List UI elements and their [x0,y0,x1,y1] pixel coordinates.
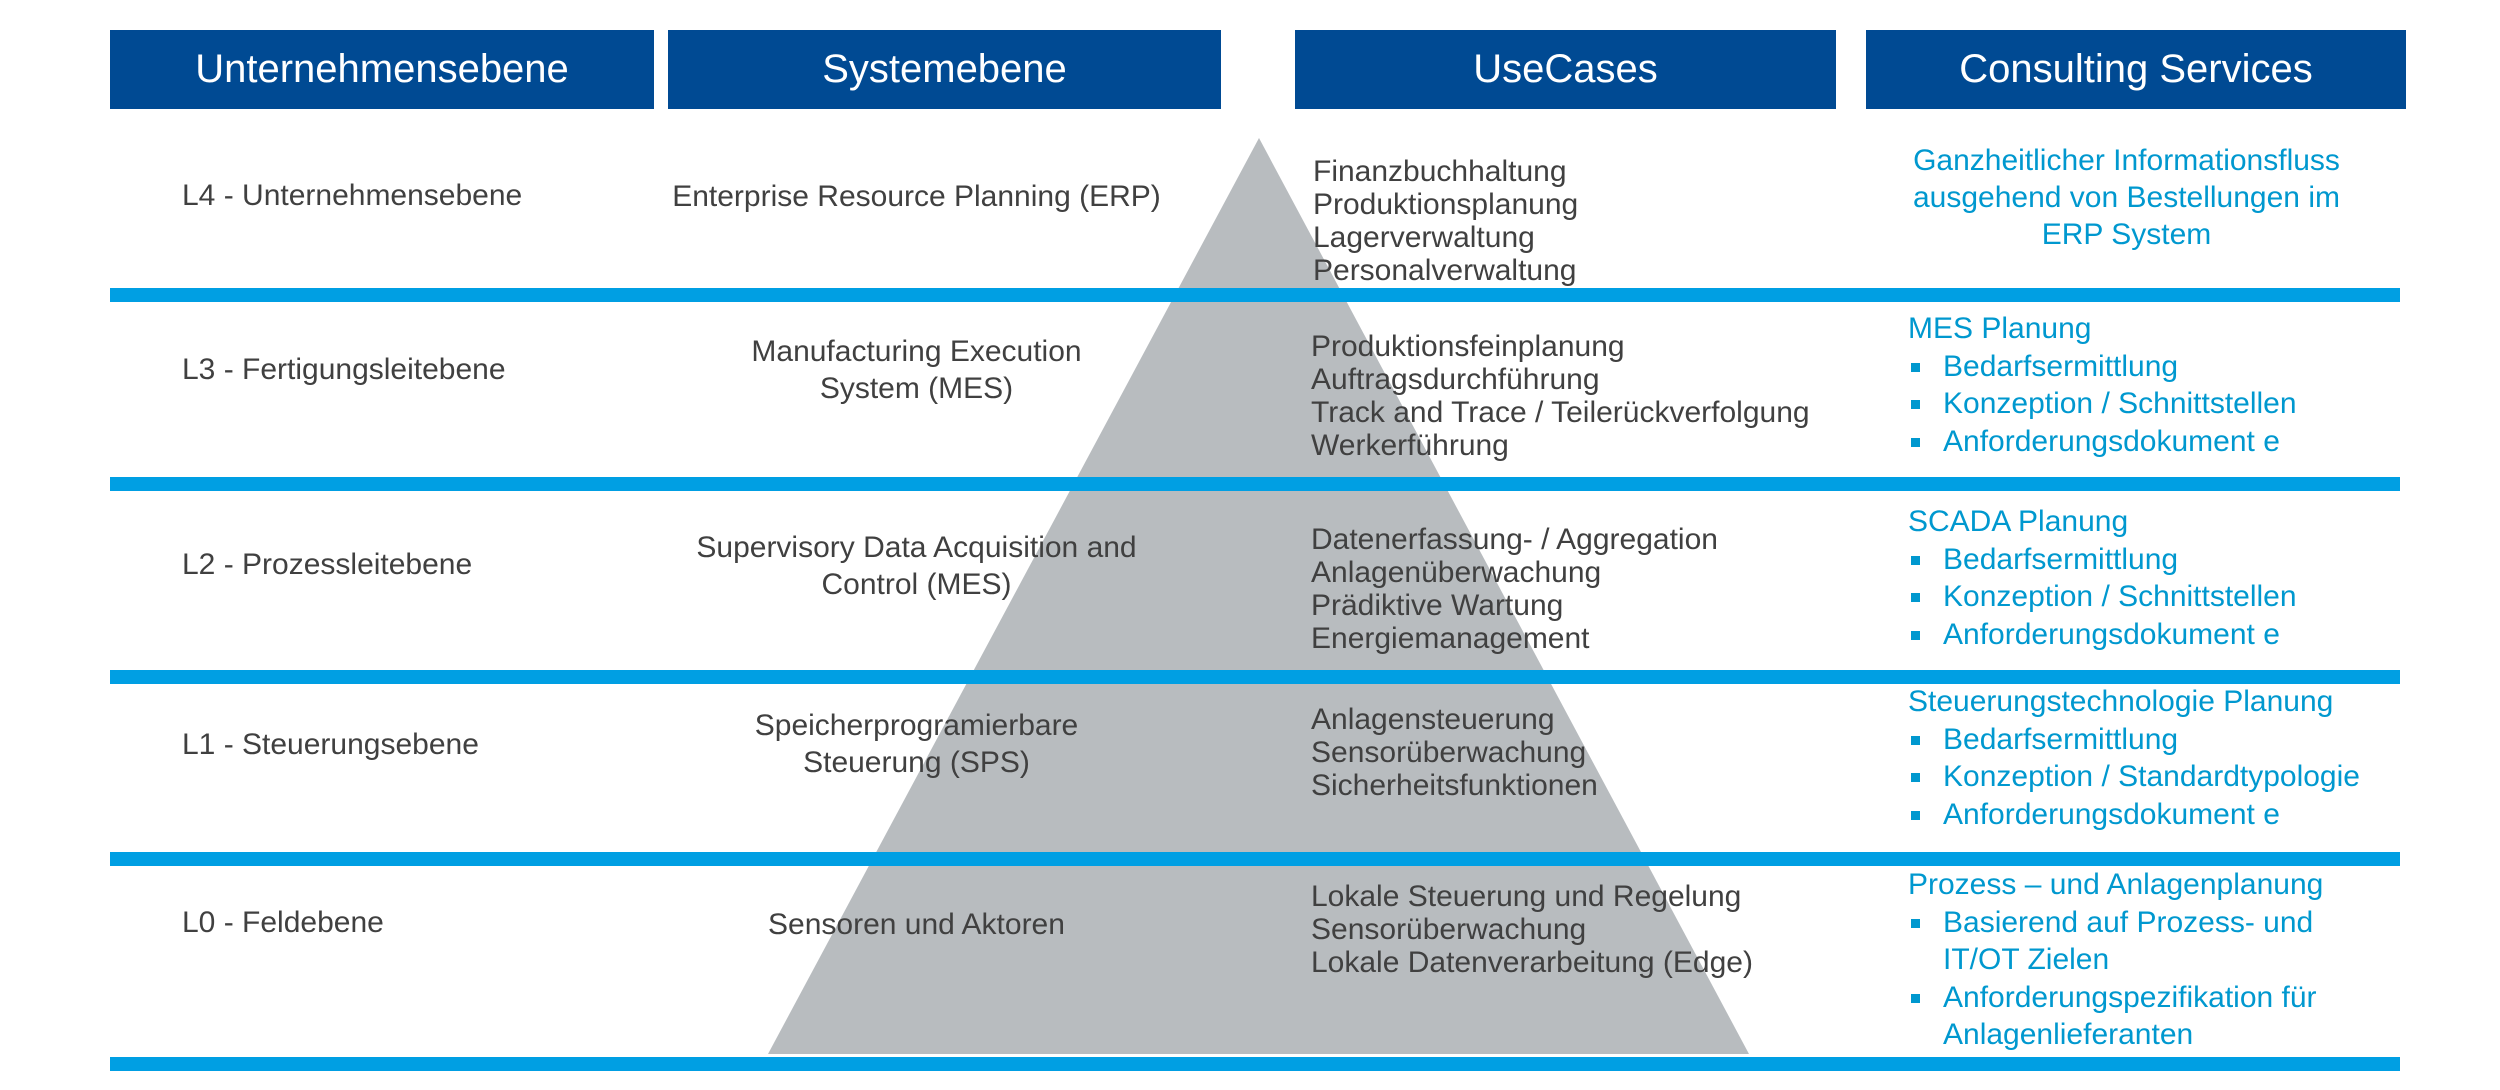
header-usecases: UseCases [1295,30,1836,109]
system-line: Speicherprogramierbare [754,709,1079,742]
level-label-l2: L2 - Prozessleitebene [182,548,473,581]
usecases-l0: Lokale Steuerung und Regelung Sensorüber… [1311,880,1753,979]
system-line: System (MES) [819,372,1014,405]
consulting-item: Anforderungsdokument e [1908,796,2398,834]
row-separator [110,1057,2400,1071]
header-consulting-services: Consulting Services [1866,30,2406,109]
system-line: Manufacturing Execution [751,335,1082,368]
row-separator [110,477,2400,491]
usecase-item: Produktionsplanung [1313,188,1579,221]
system-line: Enterprise Resource Planning (ERP) [672,180,1161,213]
consulting-item: Anforderungspezifikation für Anlagenlief… [1908,979,2348,1054]
usecases-l4: Finanzbuchhaltung Produktionsplanung Lag… [1313,155,1578,287]
consulting-title: Steuerungstechnologie Planung [1908,685,2334,718]
row-separator [110,288,2400,302]
consulting-l2: SCADA Planung Bedarfsermittlung Konzepti… [1908,503,2398,653]
usecase-item: Produktionsfeinplanung [1311,330,1625,363]
consulting-line: ERP System [2041,218,2212,251]
usecase-item: Lokale Datenverarbeitung (Edge) [1311,946,1753,979]
consulting-title: MES Planung [1908,312,2092,345]
level-label-l3: L3 - Fertigungsleitebene [182,353,506,386]
usecase-item: Datenerfassung- / Aggregation [1311,523,1718,556]
system-l3: Manufacturing Execution System (MES) [668,333,1165,407]
system-l0: Sensoren und Aktoren [668,906,1165,943]
level-label-l1: L1 - Steuerungsebene [182,728,479,761]
consulting-l3: MES Planung Bedarfsermittlung Konzeption… [1908,310,2398,460]
usecase-item: Personalverwaltung [1313,254,1577,287]
system-l2: Supervisory Data Acquisition and Control… [668,529,1165,603]
consulting-title: SCADA Planung [1908,505,2129,538]
usecase-item: Sensorüberwachung [1311,913,1587,946]
usecase-item: Werkerführung [1311,429,1509,462]
consulting-l4: Ganzheitlicher Informationsfluss ausgehe… [1858,142,2395,253]
consulting-title: Prozess – und Anlagenplanung [1908,868,2324,901]
consulting-item: Basierend auf Prozess- und IT/OT Zielen [1908,904,2348,979]
usecases-l2: Datenerfassung- / Aggregation Anlagenübe… [1311,523,1718,655]
consulting-items: Basierend auf Prozess- und IT/OT Zielen … [1908,904,2348,1054]
consulting-item: Bedarfsermittlung [1908,541,2398,579]
usecase-item: Finanzbuchhaltung [1313,155,1567,188]
usecase-item: Anlagenüberwachung [1311,556,1602,589]
usecase-item: Track and Trace / Teilerückverfolgung [1311,396,1810,429]
usecase-item: Lokale Steuerung und Regelung [1311,880,1742,913]
usecase-item: Lagerverwaltung [1313,221,1535,254]
consulting-item: Konzeption / Schnittstellen [1908,578,2398,616]
consulting-item: Anforderungsdokument e [1908,616,2398,654]
usecases-l1: Anlagensteuerung Sensorüberwachung Siche… [1311,703,1598,802]
usecase-item: Sensorüberwachung [1311,736,1587,769]
consulting-item: Anforderungsdokument e [1908,423,2398,461]
header-systemebene: Systemebene [668,30,1221,109]
usecase-item: Prädiktive Wartung [1311,589,1564,622]
consulting-item: Konzeption / Schnittstellen [1908,385,2398,423]
row-separator [110,852,2400,866]
usecases-l3: Produktionsfeinplanung Auftragsdurchführ… [1311,330,1810,462]
usecase-item: Anlagensteuerung [1311,703,1555,736]
consulting-item: Bedarfsermittlung [1908,348,2398,386]
usecase-item: Energiemanagement [1311,622,1590,655]
row-separator [110,670,2400,684]
system-l1: Speicherprogramierbare Steuerung (SPS) [668,707,1165,781]
consulting-line: Ganzheitlicher Informationsfluss [1913,144,2340,177]
system-line: Sensoren und Aktoren [768,908,1065,941]
usecase-item: Sicherheitsfunktionen [1311,769,1598,802]
system-line: Supervisory Data Acquisition and [696,531,1137,564]
system-line: Control (MES) [821,568,1012,601]
system-line: Steuerung (SPS) [803,746,1030,779]
consulting-items: Bedarfsermittlung Konzeption / Schnittst… [1908,541,2398,654]
consulting-line: ausgehend von Bestellungen im [1913,181,2340,214]
level-label-l0: L0 - Feldebene [182,906,384,939]
pyramid-triangle [768,138,1749,1054]
header-unternehmensebene: Unternehmensebene [110,30,654,109]
consulting-items: Bedarfsermittlung Konzeption / Schnittst… [1908,348,2398,461]
consulting-item: Konzeption / Standardtypologie [1908,758,2398,796]
consulting-items: Bedarfsermittlung Konzeption / Standardt… [1908,721,2398,834]
system-l4: Enterprise Resource Planning (ERP) [668,178,1165,215]
level-label-l4: L4 - Unternehmensebene [182,179,523,212]
consulting-l1: Steuerungstechnologie Planung Bedarfserm… [1908,683,2398,833]
consulting-item: Bedarfsermittlung [1908,721,2398,759]
usecase-item: Auftragsdurchführung [1311,363,1600,396]
consulting-l0: Prozess – und Anlagenplanung Basierend a… [1908,866,2348,1054]
